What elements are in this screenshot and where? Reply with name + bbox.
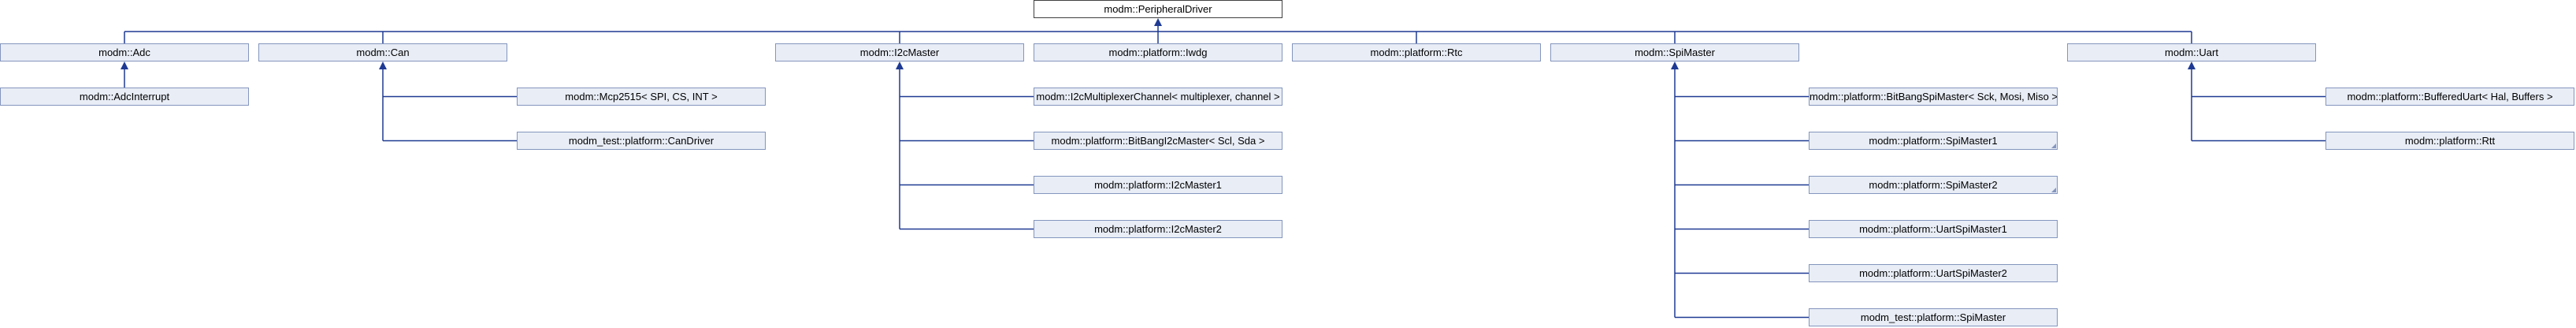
edge-arrow-can — [379, 62, 387, 69]
node-uart-spi-master2[interactable]: modm::platform::UartSpiMaster2 — [1809, 264, 2058, 282]
node-label: modm::PeripheralDriver — [1104, 3, 1212, 15]
node-bitbang-spi-master[interactable]: modm::platform::BitBangSpiMaster< Sck, M… — [1809, 88, 2058, 106]
node-uart-spi-master1[interactable]: modm::platform::UartSpiMaster1 — [1809, 220, 2058, 238]
node-label: modm_test::platform::CanDriver — [568, 135, 715, 147]
node-label: modm::AdcInterrupt — [79, 91, 170, 102]
node-label: modm::Mcp2515< SPI, CS, INT > — [565, 91, 718, 102]
node-label: modm::platform::Iwdg — [1108, 47, 1208, 58]
node-test-spi-master[interactable]: modm_test::platform::SpiMaster — [1809, 308, 2058, 326]
node-label: modm::I2cMaster — [859, 47, 940, 58]
node-label: modm::platform::I2cMaster2 — [1094, 223, 1222, 235]
node-label: modm::I2cMultiplexerChannel< multiplexer… — [1036, 91, 1280, 102]
node-can-driver[interactable]: modm_test::platform::CanDriver — [517, 132, 766, 150]
node-label: modm::Uart — [2165, 47, 2218, 58]
node-rtt[interactable]: modm::platform::Rtt — [2325, 132, 2574, 150]
node-mcp2515[interactable]: modm::Mcp2515< SPI, CS, INT > — [517, 88, 766, 106]
edge-arrow-i2c — [896, 62, 904, 69]
node-label: modm::platform::BufferedUart< Hal, Buffe… — [2347, 91, 2553, 102]
node-label: modm::platform::SpiMaster1 — [1869, 135, 1998, 147]
node-label: modm::platform::I2cMaster1 — [1094, 179, 1222, 191]
node-spi-master2[interactable]: modm::platform::SpiMaster2 — [1809, 176, 2058, 194]
edge-arrow-spi — [1671, 62, 1679, 69]
node-rtc[interactable]: modm::platform::Rtc — [1292, 43, 1541, 62]
node-label: modm::platform::BitBangSpiMaster< Sck, M… — [1810, 91, 2058, 102]
collapsed-corner-icon — [2051, 188, 2056, 192]
node-adc[interactable]: modm::Adc — [0, 43, 249, 62]
node-i2c-master1[interactable]: modm::platform::I2cMaster1 — [1034, 176, 1282, 194]
node-label: modm::platform::SpiMaster2 — [1869, 179, 1998, 191]
node-i2c-master2[interactable]: modm::platform::I2cMaster2 — [1034, 220, 1282, 238]
node-label: modm::Can — [356, 47, 410, 58]
node-adc-interrupt[interactable]: modm::AdcInterrupt — [0, 88, 249, 106]
node-bitbang-i2c-master[interactable]: modm::platform::BitBangI2cMaster< Scl, S… — [1034, 132, 1282, 150]
node-label: modm::SpiMaster — [1635, 47, 1715, 58]
node-iwdg[interactable]: modm::platform::Iwdg — [1034, 43, 1282, 62]
node-i2c-master[interactable]: modm::I2cMaster — [775, 43, 1024, 62]
node-uart[interactable]: modm::Uart — [2067, 43, 2316, 62]
node-label: modm_test::platform::SpiMaster — [1860, 311, 2006, 323]
node-i2c-multiplexer-channel[interactable]: modm::I2cMultiplexerChannel< multiplexer… — [1034, 88, 1282, 106]
edge-arrow-root — [1154, 18, 1162, 26]
collapsed-corner-icon — [2051, 144, 2056, 148]
edge-arrow-uart — [2188, 62, 2196, 69]
node-peripheral-driver[interactable]: modm::PeripheralDriver — [1034, 0, 1282, 18]
node-spi-master[interactable]: modm::SpiMaster — [1550, 43, 1799, 62]
node-can[interactable]: modm::Can — [258, 43, 507, 62]
node-label: modm::platform::UartSpiMaster2 — [1859, 267, 2007, 279]
node-label: modm::platform::BitBangI2cMaster< Scl, S… — [1051, 135, 1265, 147]
node-label: modm::platform::Rtt — [2404, 135, 2496, 147]
node-label: modm::platform::Rtc — [1370, 47, 1463, 58]
node-spi-master1[interactable]: modm::platform::SpiMaster1 — [1809, 132, 2058, 150]
node-label: modm::Adc — [98, 47, 150, 58]
edge-arrow-adc — [121, 62, 128, 69]
node-label: modm::platform::UartSpiMaster1 — [1859, 223, 2007, 235]
node-buffered-uart[interactable]: modm::platform::BufferedUart< Hal, Buffe… — [2325, 88, 2574, 106]
